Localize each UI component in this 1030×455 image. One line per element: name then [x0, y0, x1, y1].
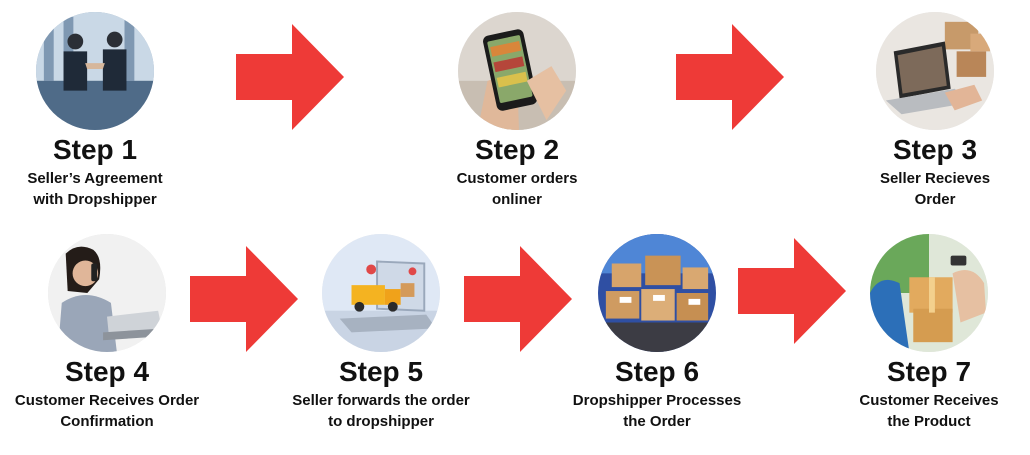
step-description-line: Seller Recieves — [879, 170, 991, 187]
step-description-line: the Product — [887, 413, 971, 430]
step-description-line: Customer Receives — [859, 392, 999, 409]
step-description: Customer Receives the Product — [834, 390, 1024, 432]
step-4: Step 4 Customer Receives Order Confirmat… — [12, 234, 202, 432]
step-1: Step 1 Seller’s Agreement with Dropshipp… — [0, 12, 190, 210]
step-title: Step 3 — [892, 134, 978, 165]
step-description-line: onliner — [491, 191, 542, 208]
phone-shopping-icon — [458, 12, 576, 130]
step-description-line: Seller’s Agreement — [27, 170, 163, 187]
step-description: Customer Receives Order Confirmation — [12, 390, 202, 432]
step-title: Step 1 — [52, 134, 138, 165]
step-description-line: Confirmation — [60, 413, 154, 430]
step-description-line: the Order — [623, 413, 691, 430]
step-description: Seller Recieves Order — [840, 168, 1030, 210]
step-description-line: Customer Receives Order — [14, 392, 200, 409]
flow-arrow — [236, 24, 344, 130]
step-title: Step 7 — [886, 356, 972, 387]
step-2: Step 2 Customer orders onliner — [422, 12, 612, 210]
step-description-line: to dropshipper — [328, 413, 434, 430]
step-description: Seller’s Agreement with Dropshipper — [0, 168, 190, 210]
step-description-line: Dropshipper Processes — [572, 392, 742, 409]
step-6: Step 6 Dropshipper Processes the Order — [562, 234, 752, 432]
step-description: Dropshipper Processes the Order — [562, 390, 752, 432]
step-5: Step 5 Seller forwards the order to drop… — [286, 234, 476, 432]
flow-arrow — [738, 238, 846, 344]
laptop-packages-icon — [876, 12, 994, 130]
flow-arrow — [464, 246, 572, 352]
step-title: Step 6 — [614, 356, 700, 387]
flow-arrow — [676, 24, 784, 130]
step-title: Step 5 — [338, 356, 424, 387]
step-description: Customer orders onliner — [422, 168, 612, 210]
step-description-line: Order — [914, 191, 956, 208]
cardboard-boxes-icon — [598, 234, 716, 352]
step-description: Seller forwards the order to dropshipper — [286, 390, 476, 432]
phone-call-icon — [48, 234, 166, 352]
step-description-line: with Dropshipper — [33, 191, 157, 208]
step-3: Step 3 Seller Recieves Order — [840, 12, 1030, 210]
step-title: Step 2 — [474, 134, 560, 165]
step-description-line: Customer orders — [456, 170, 578, 187]
package-handoff-icon — [870, 234, 988, 352]
step-title: Step 4 — [64, 356, 150, 387]
delivery-truck-laptop-icon — [322, 234, 440, 352]
step-description-line: Seller forwards the order — [292, 392, 470, 409]
flow-arrow — [190, 246, 298, 352]
step-7: Step 7 Customer Receives the Product — [834, 234, 1024, 432]
handshake-icon — [36, 12, 154, 130]
